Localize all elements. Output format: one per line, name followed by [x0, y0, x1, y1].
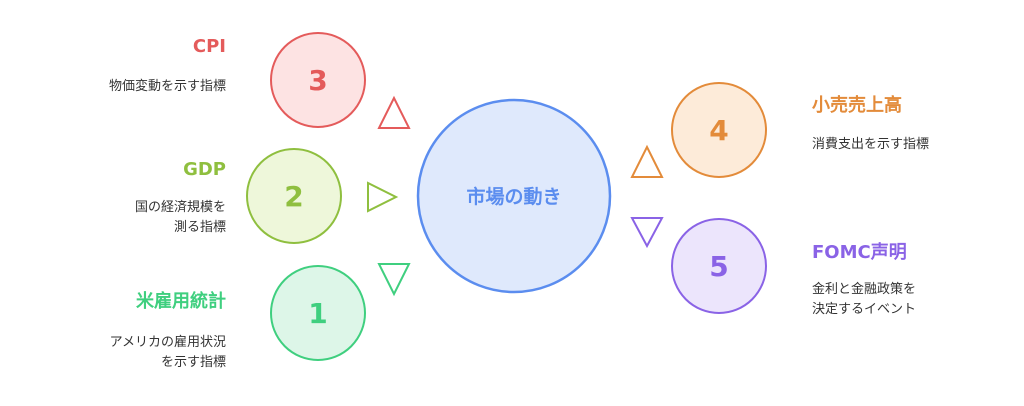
indicator-description-5: 金利と金融政策を 決定するイベント	[812, 282, 917, 317]
indicator-circle-5	[671, 218, 767, 314]
indicator-number-5: 5	[709, 250, 728, 283]
indicator-label-3: CPI 物価変動を示す指標	[40, 36, 226, 97]
indicator-circle-3	[270, 32, 366, 128]
arrow-icon-4	[630, 144, 664, 178]
indicator-label-1: 米雇用統計 アメリカの雇用状況 を示す指標	[40, 291, 226, 373]
arrow-icon-3	[377, 95, 411, 129]
arrow-icon-1	[377, 263, 411, 297]
indicator-title-5: FOMC声明	[812, 242, 907, 263]
indicator-title-1: 米雇用統計	[136, 291, 226, 312]
indicator-label-5: FOMC声明 金利と金融政策を 決定するイベント	[812, 242, 1002, 320]
indicator-title-4: 小売売上高	[812, 95, 902, 116]
indicator-label-4: 小売売上高 消費支出を示す指標	[812, 95, 1002, 155]
indicator-circle-1	[270, 265, 366, 361]
indicator-circle-2	[246, 148, 342, 244]
indicator-title-3: CPI	[192, 36, 226, 57]
indicator-circle-4	[671, 82, 767, 178]
indicator-number-3: 3	[308, 64, 327, 97]
indicator-number-4: 4	[709, 114, 728, 147]
center-label: 市場の動き	[466, 185, 561, 208]
indicator-description-3: 物価変動を示す指標	[108, 79, 226, 94]
indicator-description-2: 国の経済規模を 測る指標	[134, 200, 226, 235]
center-circle	[416, 98, 612, 294]
indicator-label-2: GDP 国の経済規模を 測る指標	[40, 159, 226, 238]
indicator-description-1: アメリカの雇用状況 を示す指標	[109, 335, 226, 370]
indicator-title-2: GDP	[183, 159, 226, 180]
arrow-icon-5	[630, 217, 664, 249]
indicator-number-1: 1	[308, 297, 327, 330]
indicator-description-4: 消費支出を示す指標	[812, 137, 930, 152]
indicator-number-2: 2	[284, 180, 303, 213]
arrow-icon-2	[367, 181, 399, 213]
